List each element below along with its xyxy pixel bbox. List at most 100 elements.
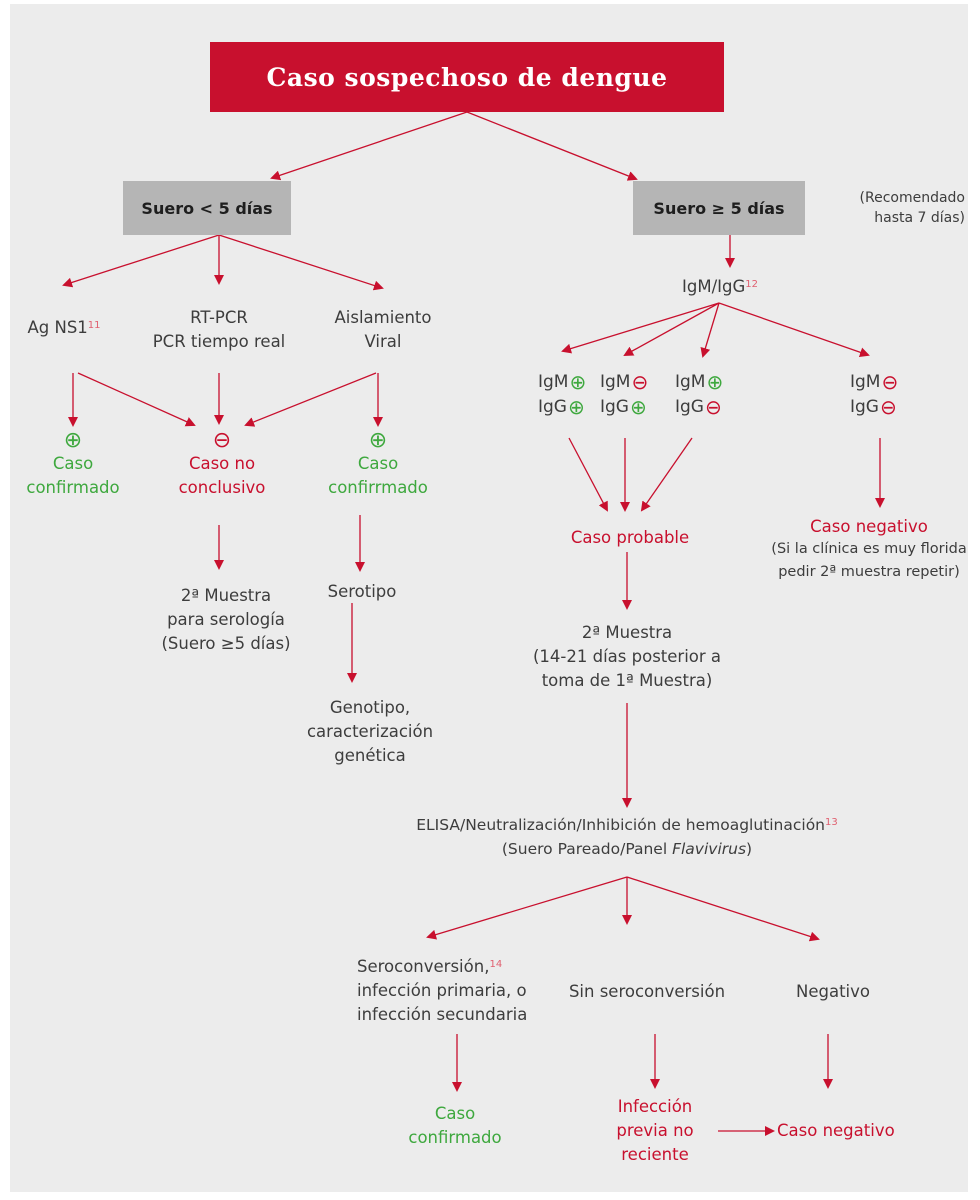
elisa-line2-c: ) xyxy=(746,840,753,858)
arrow-igm-to-combo1 xyxy=(561,302,720,354)
genotype-line1: Genotipo, xyxy=(329,698,411,717)
inconclusive-line2: conclusivo xyxy=(178,478,266,497)
minus-circle-icon: ⊖ xyxy=(704,395,722,419)
igm-igg-ref: 12 xyxy=(745,279,758,290)
viral-line2: Viral xyxy=(364,332,402,351)
seroconversion-line1: Seroconversión, xyxy=(357,957,490,976)
genotype-line3: genética xyxy=(334,746,406,765)
confirmed-left-line2: confirmado xyxy=(26,478,120,497)
final-negative-case: Caso negativo xyxy=(777,1119,895,1143)
second-sample-right-line3: toma de 1ª Muestra) xyxy=(541,671,713,690)
pcr-test: RT-PCR PCR tiempo real xyxy=(153,306,286,354)
arrow-igm-to-combo2 xyxy=(623,302,720,356)
elisa-step: ELISA/Neutralización/Inhibición de hemoa… xyxy=(416,813,837,861)
serotype-label: Serotipo xyxy=(327,582,397,601)
minus-circle-icon: ⊖ xyxy=(879,395,897,419)
recommended-note-line1: (Recomendado xyxy=(859,190,965,206)
negative-case-right: Caso negativo (Si la clínica es muy flor… xyxy=(771,515,966,584)
ns1-label: Ag NS1 xyxy=(27,318,88,337)
recommended-note: (Recomendado hasta 7 días) xyxy=(860,188,965,228)
final-confirmed-line2: confirmado xyxy=(408,1128,502,1147)
arrow-igm-to-combo3 xyxy=(700,302,720,358)
second-sample-left-line1: 2ª Muestra xyxy=(180,586,272,605)
plus-circle-icon: ⊕ xyxy=(569,370,587,394)
minus-circle-icon: ⊖ xyxy=(212,428,232,453)
right-branch-box: Suero ≥ 5 días xyxy=(633,181,805,235)
combo-igm-pos-igg-neg: IgM⊕ IgG⊖ xyxy=(675,370,723,420)
inconclusive-line1: Caso no xyxy=(188,454,256,473)
recommended-note-line2: hasta 7 días) xyxy=(874,210,965,226)
title-box: Caso sospechoso de dengue xyxy=(210,42,724,112)
minus-circle-icon: ⊖ xyxy=(631,370,649,394)
probable-case-label: Caso probable xyxy=(570,528,690,547)
combo4-igm: IgM xyxy=(850,372,881,392)
negative-result-label: Negativo xyxy=(796,982,870,1001)
arrow-title-to-left xyxy=(270,111,468,181)
second-sample-right: 2ª Muestra (14-21 días posterior a toma … xyxy=(533,621,721,693)
viral-isolation-test: Aislamiento Viral xyxy=(335,306,432,354)
combo-igm-neg-igg-pos: IgM⊖ IgG⊕ xyxy=(600,370,648,420)
seroconversion-result: Seroconversión,14 infección primaria, o … xyxy=(357,955,527,1027)
negative-result: Negativo xyxy=(796,980,870,1004)
combo1-igm: IgM xyxy=(538,372,569,392)
confirmed-right-line2: confirrmado xyxy=(328,478,428,497)
elisa-line2-b: Flavivirus xyxy=(672,840,747,858)
combo1-igg: IgG xyxy=(538,397,567,417)
minus-circle-icon: ⊖ xyxy=(881,370,899,394)
plus-circle-icon: ⊕ xyxy=(567,395,585,419)
arrow-elisa-to-seroconversion xyxy=(426,876,628,940)
inconclusive-case: ⊖ Caso no conclusivo xyxy=(179,430,266,500)
elisa-line1: ELISA/Neutralización/Inhibición de hemoa… xyxy=(416,816,826,834)
arrow-combo1-to-probable xyxy=(568,437,608,512)
pcr-line2: PCR tiempo real xyxy=(152,332,286,351)
plus-circle-icon: ⊕ xyxy=(63,428,83,453)
arrow-viral-to-negative xyxy=(244,372,377,427)
combo3-igg: IgG xyxy=(675,397,704,417)
arrow-title-to-right xyxy=(466,111,638,181)
igm-igg-label: IgM/IgG xyxy=(682,277,746,296)
seroconversion-line2: infección primaria, o xyxy=(357,981,527,1000)
previous-infection-line2: previa no xyxy=(616,1121,694,1140)
pcr-line1: RT-PCR xyxy=(190,308,248,327)
combo4-igg: IgG xyxy=(850,397,879,417)
final-confirmed-case: Caso confirmado xyxy=(408,1102,501,1150)
negative-case-right-line2: (Si la clínica es muy florida xyxy=(771,541,967,557)
combo2-igg: IgG xyxy=(600,397,629,417)
plus-circle-icon: ⊕ xyxy=(368,428,388,453)
combo-igm-neg-igg-neg: IgM⊖ IgG⊖ xyxy=(850,370,898,420)
arrow-left-to-ns1 xyxy=(62,234,220,288)
confirmed-left-line1: Caso xyxy=(52,454,94,473)
plus-circle-icon: ⊕ xyxy=(629,395,647,419)
left-branch-label: Suero < 5 días xyxy=(141,198,273,218)
arrow-ns1-to-negative xyxy=(77,372,196,427)
title-text: Caso sospechoso de dengue xyxy=(266,62,668,92)
genotype: Genotipo, caracterización genética xyxy=(307,696,433,768)
arrow-igm-to-combo4 xyxy=(718,302,870,358)
no-seroconversion-label: Sin seroconversión xyxy=(568,982,726,1001)
seroconversion-line3: infección secundaria xyxy=(357,1005,528,1024)
second-sample-left-line2: para serología xyxy=(167,610,285,629)
ns1-ref: 11 xyxy=(87,320,101,331)
combo3-igm: IgM xyxy=(675,372,706,392)
igm-igg-test: IgM/IgG12 xyxy=(682,275,758,299)
previous-infection-line1: Infección xyxy=(617,1097,693,1116)
negative-case-right-line3: pedir 2ª muestra repetir) xyxy=(778,564,960,580)
plus-circle-icon: ⊕ xyxy=(706,370,724,394)
second-sample-right-line1: 2ª Muestra xyxy=(581,623,673,642)
arrow-left-to-viral xyxy=(218,234,384,291)
arrow-elisa-to-negative xyxy=(626,876,820,942)
confirmed-case-left: ⊕ Caso confirmado xyxy=(26,430,119,500)
final-negative-label: Caso negativo xyxy=(777,1121,895,1140)
confirmed-right-line1: Caso xyxy=(357,454,399,473)
second-sample-left: 2ª Muestra para serología (Suero ≥5 días… xyxy=(161,584,290,656)
ns1-test: Ag NS111 xyxy=(27,316,100,340)
negative-case-right-line1: Caso negativo xyxy=(810,517,928,536)
genotype-line2: caracterización xyxy=(306,722,434,741)
previous-infection: Infección previa no reciente xyxy=(616,1095,693,1167)
final-confirmed-line1: Caso xyxy=(434,1104,476,1123)
serotype: Serotipo xyxy=(328,580,397,604)
no-seroconversion-result: Sin seroconversión xyxy=(569,980,725,1004)
previous-infection-line3: reciente xyxy=(621,1145,689,1164)
combo-igm-pos-igg-pos: IgM⊕ IgG⊕ xyxy=(538,370,586,420)
